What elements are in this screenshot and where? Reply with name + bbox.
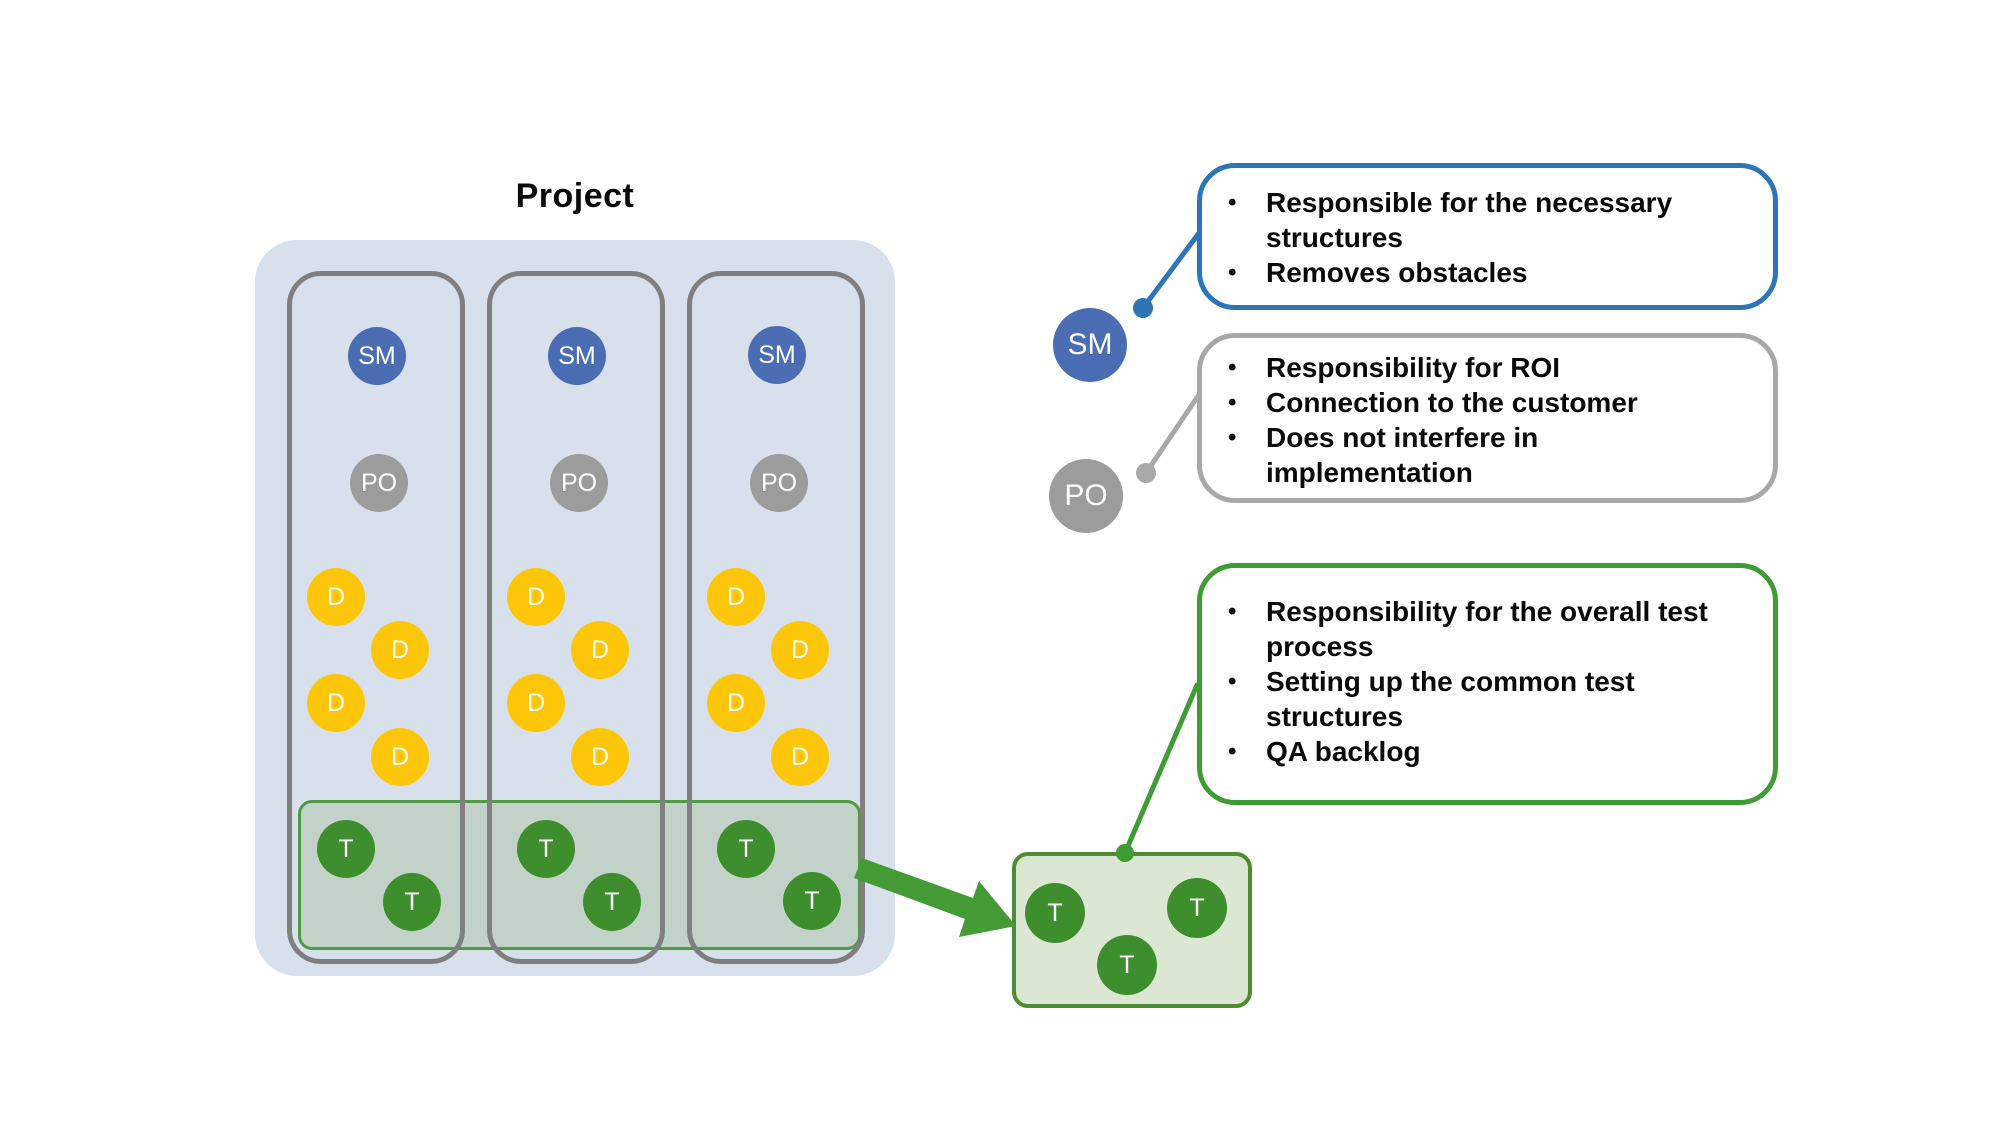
callout-bullet: Does not interfere in implementation	[1226, 420, 1755, 490]
scrum-master-callout: Responsible for the necessary structures…	[1197, 163, 1778, 310]
developer-badge: D	[307, 674, 365, 732]
team-column-3	[687, 271, 865, 964]
developer-badge: D	[707, 568, 765, 626]
callout-bullet: Setting up the common test structures	[1226, 664, 1755, 734]
tester-badge: T	[717, 820, 775, 878]
callout-bullet: QA backlog	[1226, 734, 1755, 769]
developer-badge: D	[507, 674, 565, 732]
developer-badge: D	[371, 621, 429, 679]
developer-badge: D	[571, 621, 629, 679]
shared-test-band	[298, 800, 861, 950]
tester-badge: T	[383, 873, 441, 931]
callout-bullet: Responsibility for ROI	[1226, 350, 1755, 385]
developer-badge: D	[507, 568, 565, 626]
tester-badge: T	[783, 872, 841, 930]
product-owner-badge: PO	[750, 454, 808, 512]
product-owner-badge: PO	[550, 454, 608, 512]
tester-badge: T	[1167, 878, 1227, 938]
scrum-master-connector-dot-icon	[1133, 298, 1153, 318]
developer-badge: D	[571, 728, 629, 786]
project-title: Project	[515, 177, 635, 215]
developer-badge: D	[771, 728, 829, 786]
product-owner-callout: Responsibility for ROI Connection to the…	[1197, 333, 1778, 503]
product-owner-connector-line	[1143, 393, 1201, 476]
team-column-1	[287, 271, 465, 964]
tester-badge: T	[1097, 935, 1157, 995]
product-owner-callout-list: Responsibility for ROI Connection to the…	[1202, 338, 1773, 490]
tester-badge: T	[1025, 883, 1085, 943]
developer-badge: D	[307, 568, 365, 626]
legend-product-owner-badge: PO	[1049, 459, 1123, 533]
callout-bullet: Connection to the customer	[1226, 385, 1755, 420]
callout-bullet: Removes obstacles	[1226, 255, 1755, 290]
product-owner-badge: PO	[350, 454, 408, 512]
team-column-2	[487, 271, 665, 964]
scrum-master-badge: SM	[748, 326, 806, 384]
developer-badge: D	[771, 621, 829, 679]
scrum-master-callout-list: Responsible for the necessary structures…	[1202, 168, 1773, 290]
callout-bullet: Responsible for the necessary structures	[1226, 185, 1755, 255]
tester-badge: T	[317, 820, 375, 878]
test-team-connector-line	[1122, 682, 1200, 856]
callout-bullet: Responsibility for the overall test proc…	[1226, 594, 1755, 664]
scrum-master-badge: SM	[548, 327, 606, 385]
developer-badge: D	[371, 728, 429, 786]
tester-badge: T	[583, 873, 641, 931]
test-team-callout-list: Responsibility for the overall test proc…	[1202, 568, 1773, 769]
legend-scrum-master-badge: SM	[1053, 308, 1127, 382]
test-team-callout: Responsibility for the overall test proc…	[1197, 563, 1778, 805]
tester-badge: T	[517, 820, 575, 878]
developer-badge: D	[707, 674, 765, 732]
product-owner-connector-dot-icon	[1136, 463, 1156, 483]
scrum-master-badge: SM	[348, 327, 406, 385]
scrum-master-connector-line	[1140, 230, 1202, 311]
